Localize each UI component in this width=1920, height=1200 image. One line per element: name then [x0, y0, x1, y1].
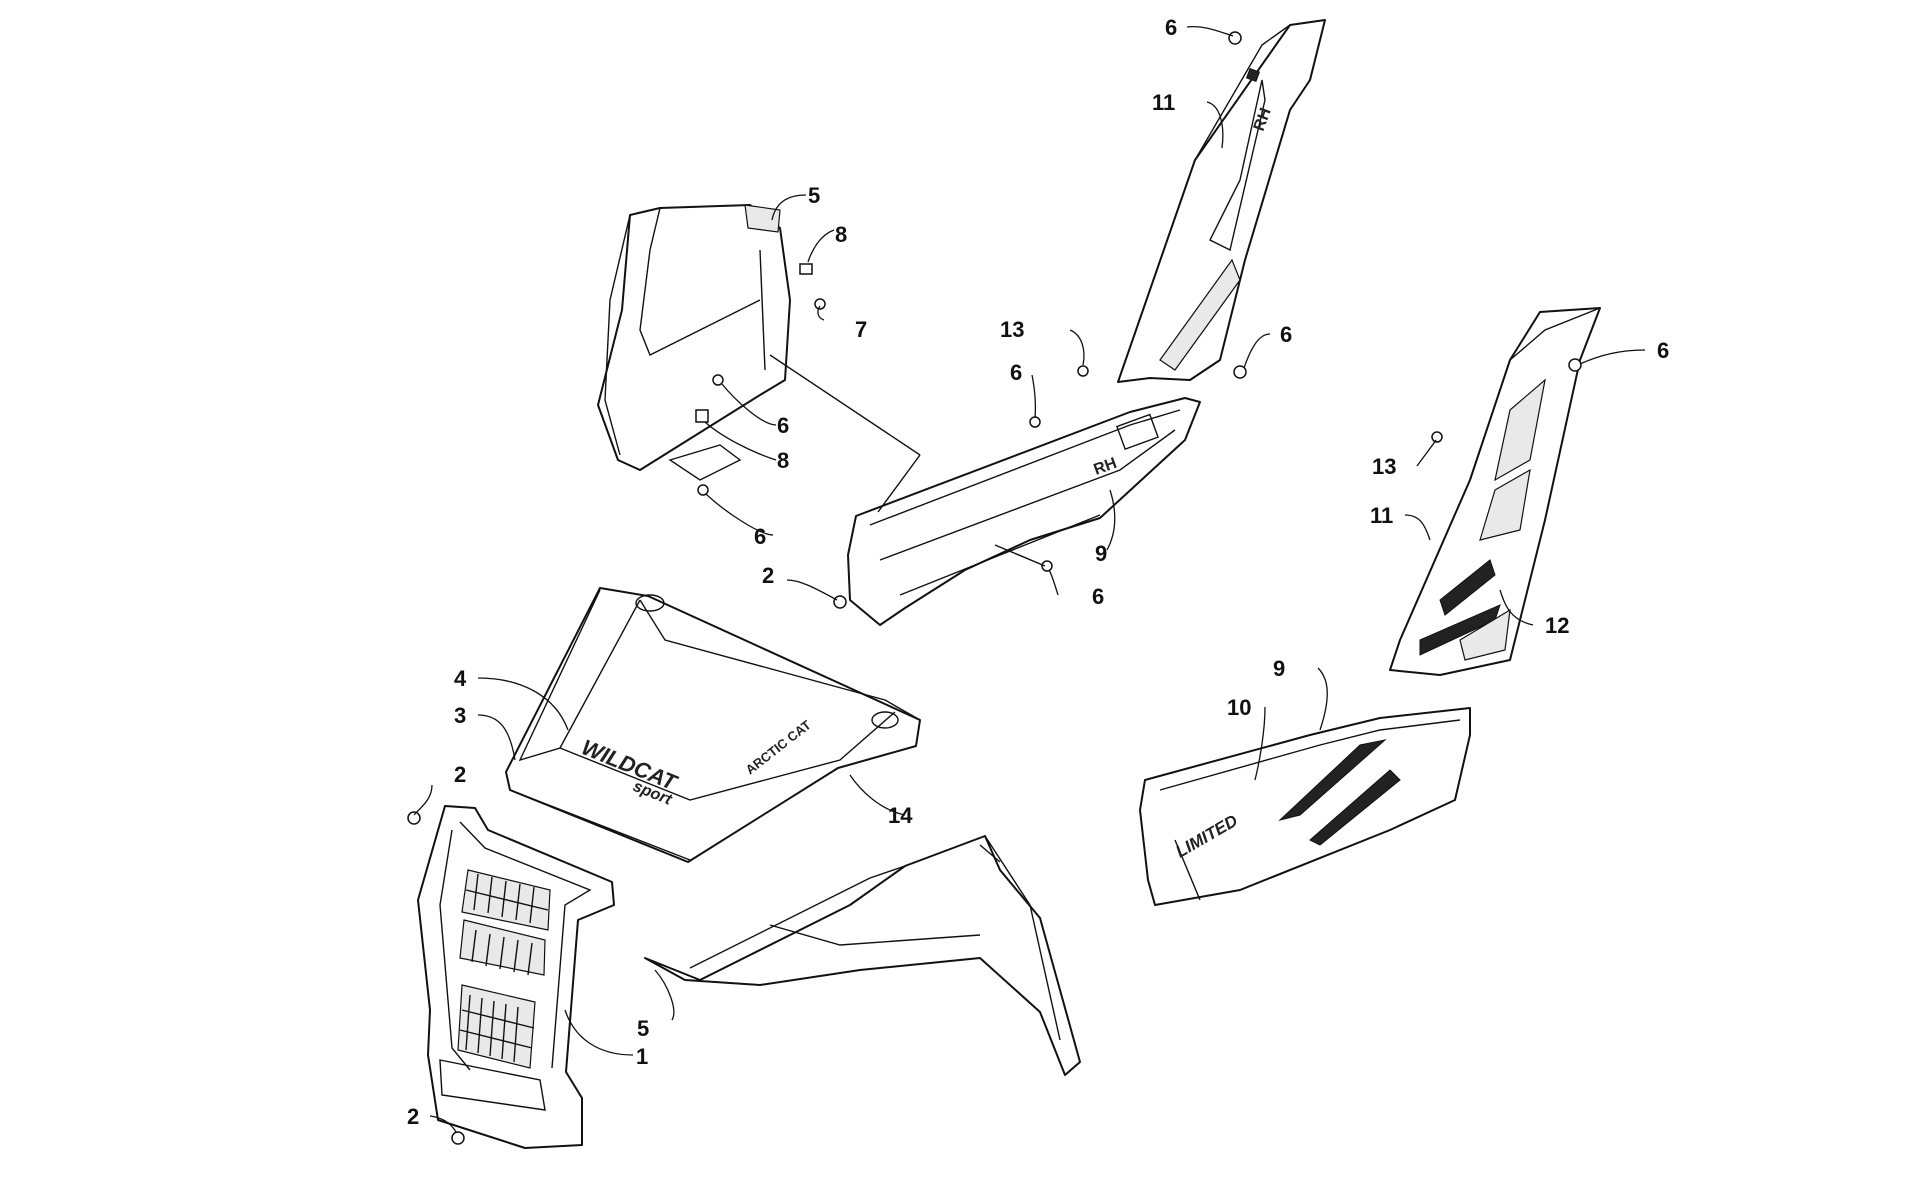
screw-6-door-lower: [1041, 560, 1053, 572]
screw-6-bracket: [697, 484, 709, 496]
callout-2-top-left: 2: [454, 762, 466, 787]
callout-9-upper: 9: [1095, 541, 1107, 566]
callout-11-lower: 11: [1370, 503, 1393, 528]
callout-10: 10: [1227, 695, 1251, 720]
rh-mark-upper: RH: [1251, 106, 1275, 134]
callout-13-lower: 13: [1372, 454, 1396, 479]
callout-labels: 1 2 2 2 3 4 5 5 6 6 6 6 6 6 6 7 8 8 9 9 …: [407, 15, 1669, 1129]
callout-5-lower: 5: [637, 1016, 649, 1041]
callout-6-right-upper: 6: [1280, 322, 1292, 347]
screw-2-bottom-left: [451, 1131, 465, 1145]
callout-6-door: 6: [1010, 360, 1022, 385]
rh-mark-lower: RH: [1092, 455, 1120, 479]
callout-6-right-lower: 6: [1657, 338, 1669, 363]
callout-7: 7: [855, 317, 867, 342]
callout-4: 4: [454, 666, 467, 691]
lh-door-part: LIMITED: [1139, 707, 1471, 906]
screw-7: [814, 298, 826, 310]
callout-12: 12: [1545, 613, 1569, 638]
front-fender-part: [644, 835, 1081, 1076]
callout-1: 1: [636, 1044, 648, 1069]
screw-6-right-lower: [1568, 358, 1582, 372]
callout-8-upper: 8: [835, 222, 847, 247]
callout-8-lower: 8: [777, 448, 789, 473]
callout-9-lower: 9: [1273, 656, 1285, 681]
callout-5-upper: 5: [808, 183, 820, 208]
clip-8-lower: [695, 409, 709, 423]
screw-6-top: [1228, 31, 1242, 45]
callout-2-bottom-left: 2: [407, 1104, 419, 1129]
callout-11-upper: 11: [1152, 90, 1175, 115]
fasteners: [407, 31, 1582, 1145]
screw-6-door: [1029, 416, 1041, 428]
callout-6-top: 6: [1165, 15, 1177, 40]
washer-13-upper: [1077, 365, 1089, 377]
leader-lines: [413, 25, 1646, 1133]
callout-3: 3: [454, 703, 466, 728]
screw-6-right-upper: [1233, 365, 1247, 379]
callout-14: 14: [888, 803, 913, 828]
bracket: [668, 444, 742, 481]
callout-13-upper: 13: [1000, 317, 1024, 342]
side-fender-part: [597, 204, 791, 471]
callout-2-door: 2: [762, 563, 774, 588]
callout-6-door-lower: 6: [1092, 584, 1104, 609]
callout-6-bracket: 6: [754, 524, 766, 549]
screw-6-fender: [712, 374, 724, 386]
lh-upper-panel-part: [1389, 307, 1601, 676]
screw-2-top-left: [407, 811, 421, 825]
front-grille-part: [417, 805, 615, 1149]
washer-13-lower: [1431, 431, 1443, 443]
rh-upper-panel-part: RH: [1117, 19, 1326, 383]
callout-6-fender: 6: [777, 413, 789, 438]
clip-8-upper: [799, 263, 813, 275]
hood-part: WILDCAT sport ARCTIC CAT: [505, 587, 921, 863]
rh-door-part: RH: [847, 397, 1201, 626]
screw-2-door: [833, 595, 847, 609]
